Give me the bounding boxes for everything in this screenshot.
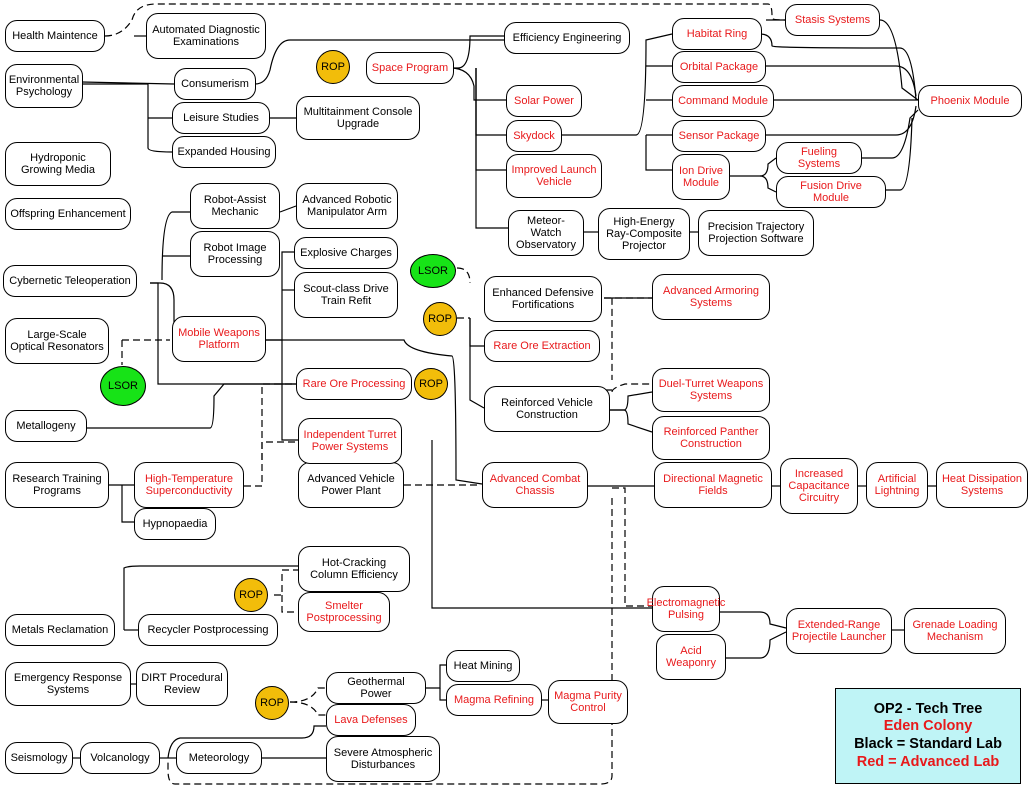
lsor-badge: LSOR (410, 254, 456, 288)
tech-rare-ore-processing[interactable]: Rare Ore Processing (296, 368, 412, 400)
tech-magma-refining[interactable]: Magma Refining (446, 684, 542, 716)
tech-command-module[interactable]: Command Module (672, 85, 774, 117)
tech-extended-range-projectile-launcher[interactable]: Extended-Range Projectile Launcher (786, 608, 892, 654)
tech-offspring-enhancement[interactable]: Offspring Enhancement (5, 198, 131, 230)
tech-orbital-package[interactable]: Orbital Package (672, 51, 766, 83)
tech-seismology[interactable]: Seismology (5, 742, 73, 774)
tech-consumerism[interactable]: Consumerism (174, 68, 256, 100)
tech-efficiency-engineering[interactable]: Efficiency Engineering (504, 22, 630, 54)
tech-mobile-weapons-platform[interactable]: Mobile Weapons Platform (172, 316, 266, 362)
tech-improved-launch-vehicle[interactable]: Improved Launch Vehicle (506, 154, 602, 198)
tech-sensor-package[interactable]: Sensor Package (672, 120, 766, 152)
tech-reinforced-panther-construction[interactable]: Reinforced Panther Construction (652, 416, 770, 460)
tech-acid-weaponry[interactable]: Acid Weaponry (656, 634, 726, 680)
legend-box: OP2 - Tech Tree Eden Colony Black = Stan… (835, 688, 1021, 784)
tech-robot-assist-mechanic[interactable]: Robot-Assist Mechanic (190, 183, 280, 229)
tech-emergency-response-systems[interactable]: Emergency Response Systems (5, 662, 131, 706)
tech-heat-dissipation-systems[interactable]: Heat Dissipation Systems (936, 462, 1028, 508)
tech-hypnopaedia[interactable]: Hypnopaedia (134, 508, 216, 540)
tech-skydock[interactable]: Skydock (506, 120, 562, 152)
tech-expanded-housing[interactable]: Expanded Housing (172, 136, 276, 168)
legend-standard-lab: Black = Standard Lab (854, 736, 1002, 752)
tech-environmental-psychology[interactable]: Environmental Psychology (5, 64, 83, 108)
tech-artificial-lightning[interactable]: Artificial Lightning (866, 462, 928, 508)
tech-volcanology[interactable]: Volcanology (80, 742, 160, 774)
tech-grenade-loading-mechanism[interactable]: Grenade Loading Mechanism (904, 608, 1006, 654)
tech-hydroponic-growing-media[interactable]: Hydroponic Growing Media (5, 142, 111, 186)
legend-advanced-lab: Red = Advanced Lab (856, 753, 1000, 770)
tech-reinforced-vehicle-construction[interactable]: Reinforced Vehicle Construction (484, 386, 610, 432)
rop-badge: ROP (423, 302, 457, 336)
tech-multitainment-console-upgrade[interactable]: Multitainment Console Upgrade (296, 96, 420, 140)
tech-hot-cracking-column-efficiency[interactable]: Hot-Cracking Column Efficiency (298, 546, 410, 592)
tech-high-temperature-superconductivity[interactable]: High-Temperature Superconductivity (134, 462, 244, 508)
tech-habitat-ring[interactable]: Habitat Ring (672, 18, 762, 50)
tech-robot-image-processing[interactable]: Robot Image Processing (190, 231, 280, 277)
tech-recycler-postprocessing[interactable]: Recycler Postprocessing (138, 614, 278, 646)
tech-independent-turret-power-systems[interactable]: Independent Turret Power Systems (298, 418, 402, 464)
tech-precision-trajectory-projection-software[interactable]: Precision Trajectory Projection Software (698, 210, 814, 256)
tech-automated-diagnostic-examinations[interactable]: Automated Diagnostic Examinations (146, 13, 266, 59)
tech-metals-reclamation[interactable]: Metals Reclamation (5, 614, 115, 646)
tech-space-program[interactable]: Space Program (366, 52, 454, 84)
tech-increased-capacitance-circuitry[interactable]: Increased Capacitance Circuitry (780, 458, 858, 514)
tech-large-scale-optical-resonators[interactable]: Large-Scale Optical Resonators (5, 318, 109, 364)
lsor-badge: LSOR (100, 366, 146, 406)
tech-advanced-vehicle-power-plant[interactable]: Advanced Vehicle Power Plant (298, 462, 404, 508)
tech-stasis-systems[interactable]: Stasis Systems (785, 4, 880, 36)
tech-research-training-programs[interactable]: Research Training Programs (5, 462, 109, 508)
tech-phoenix-module[interactable]: Phoenix Module (918, 85, 1022, 117)
tech-electromagnetic-pulsing[interactable]: Electromagnetic Pulsing (647, 586, 725, 632)
tech-magma-purity-control[interactable]: Magma Purity Control (548, 680, 628, 724)
tech-meteorology[interactable]: Meteorology (176, 742, 262, 774)
tech-enhanced-defensive-fortifications[interactable]: Enhanced Defensive Fortifications (484, 276, 602, 322)
tech-advanced-combat-chassis[interactable]: Advanced Combat Chassis (482, 462, 588, 508)
tech-metallogeny[interactable]: Metallogeny (5, 410, 87, 442)
tech-lava-defenses[interactable]: Lava Defenses (326, 704, 416, 736)
tech-meteor-watch-observatory[interactable]: Meteor-Watch Observatory (508, 210, 584, 256)
rop-badge: ROP (316, 50, 350, 84)
legend-colony: Eden Colony (883, 718, 973, 735)
tech-severe-atmospheric-disturbances[interactable]: Severe Atmospheric Disturbances (326, 736, 440, 782)
legend-title: OP2 - Tech Tree (873, 700, 983, 717)
tech-leisure-studies[interactable]: Leisure Studies (172, 102, 270, 134)
tech-health-maintence[interactable]: Health Maintence (5, 20, 105, 52)
tech-dirt-procedural-review[interactable]: DIRT Procedural Review (136, 662, 228, 706)
tech-directional-magnetic-fields[interactable]: Directional Magnetic Fields (654, 462, 772, 508)
tech-explosive-charges[interactable]: Explosive Charges (294, 237, 398, 269)
tech-advanced-armoring-systems[interactable]: Advanced Armoring Systems (652, 274, 770, 320)
tech-advanced-robotic-manipulator-arm[interactable]: Advanced Robotic Manipulator Arm (296, 183, 398, 229)
rop-badge: ROP (255, 686, 289, 720)
tech-smelter-postprocessing[interactable]: Smelter Postprocessing (298, 592, 390, 632)
rop-badge: ROP (234, 578, 268, 612)
tech-duel-turret-weapons-systems[interactable]: Duel-Turret Weapons Systems (652, 368, 770, 412)
tech-cybernetic-teleoperation[interactable]: Cybernetic Teleoperation (3, 265, 137, 297)
tech-solar-power[interactable]: Solar Power (506, 85, 582, 117)
tech-ion-drive-module[interactable]: Ion Drive Module (672, 154, 730, 200)
rop-badge: ROP (414, 368, 448, 400)
tech-fusion-drive-module[interactable]: Fusion Drive Module (776, 176, 886, 208)
tech-fueling-systems[interactable]: Fueling Systems (776, 142, 862, 174)
tech-scout-class-drive-train-refit[interactable]: Scout-class Drive Train Refit (294, 272, 398, 318)
tech-high-energy-ray-composite-projector[interactable]: High-Energy Ray-Composite Projector (598, 208, 690, 260)
tech-geothermal-power[interactable]: Geothermal Power (326, 672, 426, 704)
tech-heat-mining[interactable]: Heat Mining (446, 650, 520, 682)
tech-rare-ore-extraction[interactable]: Rare Ore Extraction (484, 330, 600, 362)
